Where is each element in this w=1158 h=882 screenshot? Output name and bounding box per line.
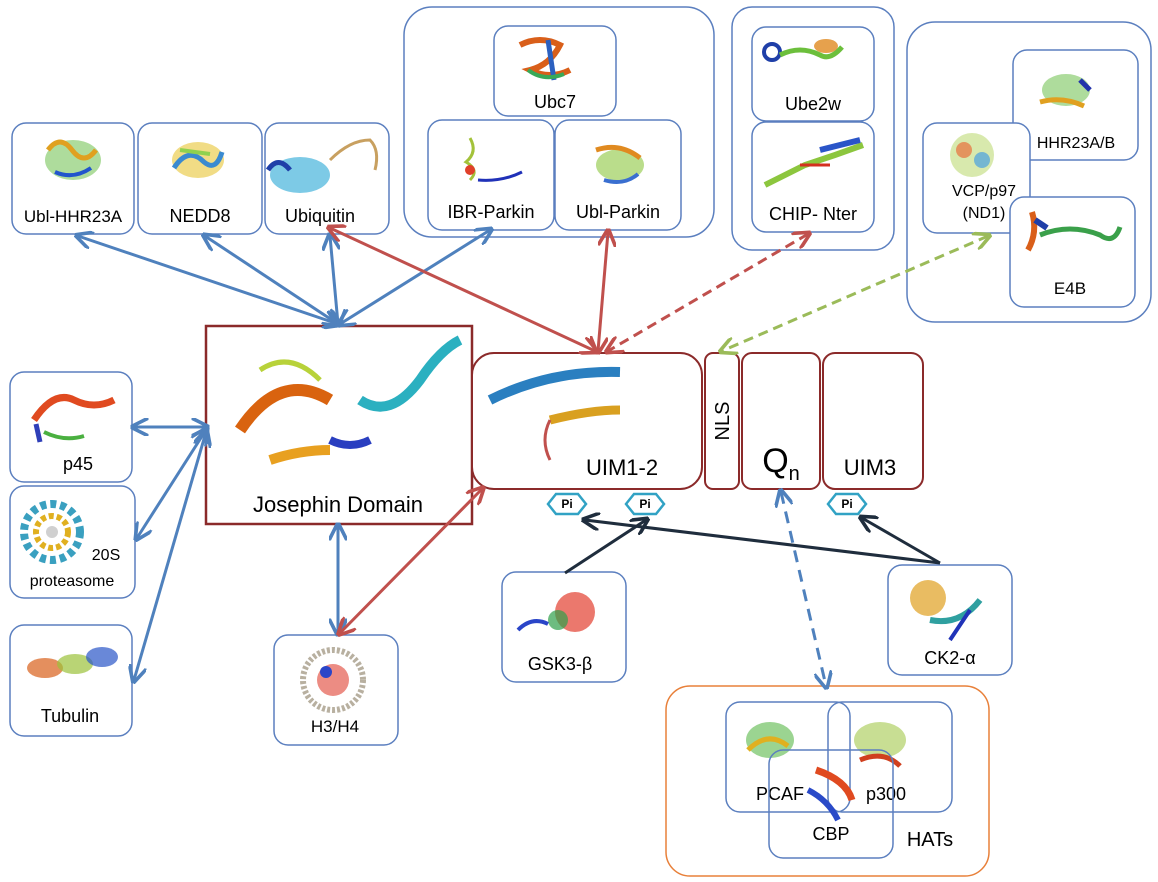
protein-structure-icon — [31, 394, 116, 443]
partner-ube2w: Ube2w — [751, 26, 875, 122]
partner-e4b: E4B — [1009, 196, 1136, 308]
partner-label: H3/H4 — [311, 717, 359, 736]
interaction-arrows — [78, 228, 988, 686]
arrow-vcp-nls — [722, 236, 988, 351]
partner-label: GSK3-β — [528, 654, 592, 674]
partner-gsk3b: GSK3-β — [501, 571, 627, 683]
protein-structure-icon — [300, 647, 366, 713]
arrow-ubl-hhr23a-josephin — [78, 236, 338, 324]
arrow-proteasome-josephin — [137, 430, 206, 538]
protein-structure-icon — [265, 138, 379, 193]
partner-ubiquitin: Ubiquitin — [264, 122, 390, 235]
partner-label: proteasome — [30, 573, 115, 590]
arrow-nedd8-josephin — [205, 236, 338, 324]
protein-structure-icon — [1025, 211, 1123, 252]
arrow-ck2a-pi-uim1 — [585, 520, 941, 565]
partner-label: 20S — [92, 547, 120, 564]
phospho-site-uim1: Pi — [546, 492, 588, 516]
arrow-uim12-h3h4 — [340, 489, 482, 633]
uim3-domain: UIM3 — [822, 352, 924, 490]
partner-label: Ubl-HHR23A — [24, 207, 123, 226]
protein-structure-icon — [595, 144, 644, 184]
partner-label: Ubiquitin — [285, 206, 355, 226]
partner-ibr-parkin: IBR-Parkin — [427, 119, 555, 231]
protein-structure-icon — [27, 647, 118, 678]
protein-structure-icon — [20, 500, 84, 564]
partner-ubc7: Ubc7 — [493, 25, 617, 117]
arrow-qn-hats — [781, 492, 826, 686]
protein-structure-icon — [762, 39, 844, 62]
partner-hhr23ab: HHR23A/B — [1012, 49, 1139, 161]
protein-structure-icon — [487, 366, 621, 461]
domain-label: UIM1-2 — [586, 455, 658, 480]
protein-structure-icon — [950, 133, 994, 177]
phospho-label: Pi — [841, 497, 852, 511]
protein-structure-icon — [518, 37, 572, 81]
protein-structure-icon — [1039, 74, 1092, 109]
domain-label: UIM3 — [844, 455, 897, 480]
vcp-group — [906, 21, 1152, 323]
nls-domain: NLS — [704, 352, 740, 490]
uim12-domain: UIM1-2 — [471, 352, 703, 490]
protein-structure-icon — [516, 592, 595, 632]
phospho-site-uim2: Pi — [624, 492, 666, 516]
partner-label: p45 — [63, 454, 93, 474]
partner-label: CHIP- Nter — [769, 204, 857, 224]
protein-structure-icon — [910, 580, 983, 642]
partner-label: IBR-Parkin — [447, 202, 534, 222]
partner-label: PCAF — [756, 784, 804, 804]
qn-subscript: n — [789, 463, 800, 485]
qn-domain: Qn — [741, 352, 821, 490]
partner-p300: p300 — [827, 701, 953, 813]
arrow-ubiquitin-josephin — [330, 236, 338, 324]
protein-structure-icon — [45, 139, 101, 180]
partner-label: Ubc7 — [534, 92, 576, 112]
partner-label: Tubulin — [41, 706, 99, 726]
qn-base: Q — [762, 442, 788, 480]
arrow-ubl-parkin-uim12 — [598, 232, 608, 351]
protein-structure-icon — [746, 722, 794, 758]
partner-label: CBP — [812, 824, 849, 844]
arrow-chip-uim12 — [608, 234, 808, 351]
partner-nedd8: NEDD8 — [137, 122, 263, 235]
domain-label: NLS — [712, 402, 734, 441]
partner-label: Ubl-Parkin — [576, 202, 660, 222]
phospho-label: Pi — [561, 497, 572, 511]
partner-h3h4: H3/H4 — [273, 634, 399, 746]
partner-ubl-hhr23a: Ubl-HHR23A — [11, 122, 135, 235]
josephin-domain: Josephin Domain — [204, 324, 474, 526]
domain-label: Qn — [762, 442, 800, 485]
arrow-ck2a-pi-uim3 — [862, 518, 941, 565]
phospho-label: Pi — [639, 497, 650, 511]
partner-label: p300 — [866, 784, 906, 804]
protein-structure-icon — [854, 722, 906, 768]
arrow-tubulin-josephin — [134, 432, 206, 680]
partner-label: (ND1) — [963, 205, 1006, 222]
partner-chip-nter: CHIP- Nter — [751, 121, 875, 233]
arrow-ubiquitin-uim12 — [330, 228, 595, 351]
partner-p45: p45 — [9, 371, 133, 483]
partner-ubl-parkin: Ubl-Parkin — [554, 119, 682, 231]
partner-vcp-p97: VCP/p97 (ND1) — [922, 122, 1031, 234]
partner-label: Ube2w — [785, 94, 842, 114]
partner-pcaf: PCAF — [725, 701, 851, 813]
partner-cbp: CBP — [768, 749, 894, 859]
domain-label: Josephin Domain — [253, 492, 423, 517]
partner-ck2a: CK2-α — [887, 564, 1013, 676]
partner-label: CK2-α — [924, 648, 975, 668]
phospho-site-uim3: Pi — [826, 492, 868, 516]
protein-structure-icon — [171, 142, 225, 178]
partner-label: VCP/p97 — [952, 183, 1016, 200]
protein-structure-icon — [463, 137, 523, 182]
hats-label: HATs — [907, 829, 953, 851]
partner-label: E4B — [1054, 279, 1086, 298]
protein-structure-icon — [763, 137, 865, 188]
partner-label: HHR23A/B — [1037, 135, 1115, 152]
arrow-gsk3b-pi — [564, 520, 646, 575]
partner-label: NEDD8 — [169, 206, 230, 226]
partner-tubulin: Tubulin — [9, 624, 133, 737]
protein-structure-icon — [806, 766, 856, 822]
partner-20s-proteasome: 20S proteasome — [9, 485, 136, 599]
